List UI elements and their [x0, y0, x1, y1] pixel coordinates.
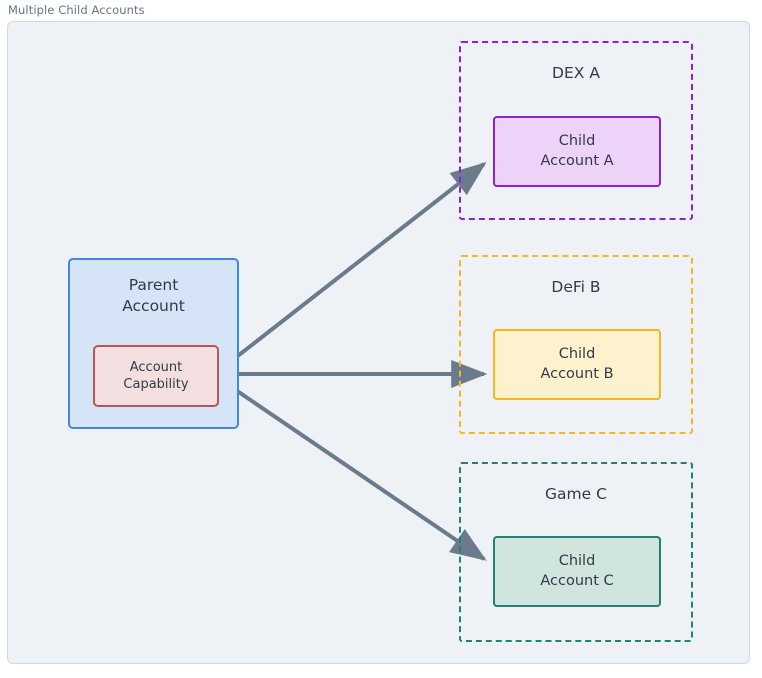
account-capability-label-line1: Account [129, 359, 183, 375]
child-account-c-label-line1: Child [558, 553, 596, 570]
node-account-capability[interactable]: Account Capability [93, 345, 219, 407]
child-account-a-label-line2: Account A [540, 152, 614, 169]
node-child-account-c[interactable]: Child Account C [493, 536, 661, 607]
child-account-b-label-line2: Account B [540, 365, 614, 382]
node-child-account-b[interactable]: Child Account B [493, 329, 661, 400]
group-label-game-c: Game C [545, 485, 607, 503]
child-account-a-label-line1: Child [558, 133, 596, 150]
parent-account-label-line1: Parent [128, 276, 179, 294]
canvas-title: Multiple Child Accounts [8, 3, 145, 17]
group-label-dex-a: DEX A [552, 64, 600, 82]
parent-account-label-line2: Account [122, 296, 185, 315]
group-dex-a: DEX A [459, 41, 693, 220]
group-label-defi-b: DeFi B [551, 278, 601, 296]
node-child-account-a[interactable]: Child Account A [493, 116, 661, 187]
group-game-c: Game C [459, 462, 693, 642]
account-capability-label-line2: Capability [123, 377, 189, 392]
child-account-b-label-line1: Child [558, 346, 596, 363]
group-defi-b: DeFi B [459, 255, 693, 434]
child-account-c-label-line2: Account C [540, 572, 614, 589]
